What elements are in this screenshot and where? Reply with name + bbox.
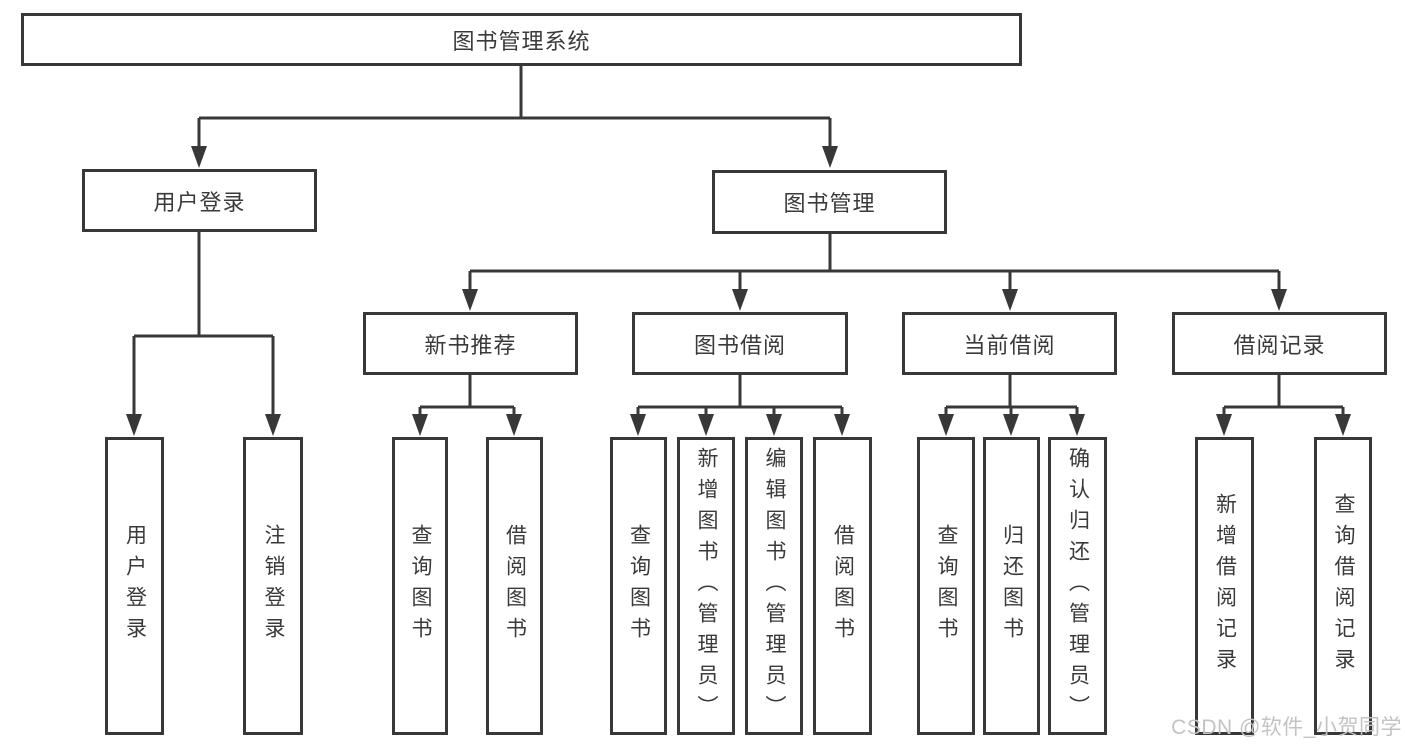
leaf-query-books-recommend-label: 查询图书 (409, 524, 432, 648)
leaf-add-borrow-record: 新增借阅记录 (1195, 437, 1254, 735)
leaf-user-login-label: 用户登录 (123, 524, 147, 648)
leaf-confirm-return-admin-label: 确认归还（管理员） (1066, 446, 1090, 726)
node-new-book-recommend: 新书推荐 (363, 312, 578, 375)
leaf-confirm-return-admin: 确认归还（管理员） (1048, 437, 1107, 735)
node-book-management: 图书管理 (712, 170, 947, 234)
leaf-borrow-books-recommend-label: 借阅图书 (503, 524, 527, 648)
leaf-borrow-books-borrowing: 借阅图书 (813, 437, 872, 735)
leaf-query-books-borrowing: 查询图书 (610, 437, 667, 735)
node-borrowing-records: 借阅记录 (1172, 312, 1387, 375)
leaf-query-borrow-record: 查询借阅记录 (1314, 437, 1372, 735)
leaf-add-book-admin: 新增图书（管理员） (677, 437, 735, 735)
leaf-return-books-label: 归还图书 (1000, 524, 1024, 648)
node-user-login: 用户登录 (82, 169, 317, 232)
leaf-return-books: 归还图书 (983, 437, 1040, 735)
leaf-logout: 注销登录 (243, 437, 303, 735)
leaf-logout-label: 注销登录 (262, 524, 285, 648)
csdn-watermark: CSDN @软件_小贺同学 (1171, 716, 1402, 739)
arrowhead-icons (126, 146, 1351, 436)
leaf-query-books-current-label: 查询图书 (935, 524, 958, 648)
leaf-query-borrow-record-label: 查询借阅记录 (1332, 493, 1355, 679)
connector-stems (132, 66, 1345, 418)
leaf-add-borrow-record-label: 新增借阅记录 (1213, 493, 1237, 679)
leaf-borrow-books-recommend: 借阅图书 (486, 437, 543, 735)
node-root: 图书管理系统 (21, 13, 1022, 66)
leaf-borrow-books-borrowing-label: 借阅图书 (831, 524, 855, 648)
leaf-edit-book-admin: 编辑图书（管理员） (745, 437, 803, 735)
node-book-borrowing: 图书借阅 (632, 312, 848, 375)
leaf-add-book-admin-label: 新增图书（管理员） (695, 446, 718, 726)
node-current-borrowing: 当前借阅 (902, 312, 1117, 375)
leaf-query-books-borrowing-label: 查询图书 (627, 524, 651, 648)
leaf-user-login: 用户登录 (105, 437, 164, 735)
leaf-edit-book-admin-label: 编辑图书（管理员） (763, 446, 786, 726)
leaf-query-books-current: 查询图书 (917, 437, 975, 735)
leaf-query-books-recommend: 查询图书 (392, 437, 448, 735)
